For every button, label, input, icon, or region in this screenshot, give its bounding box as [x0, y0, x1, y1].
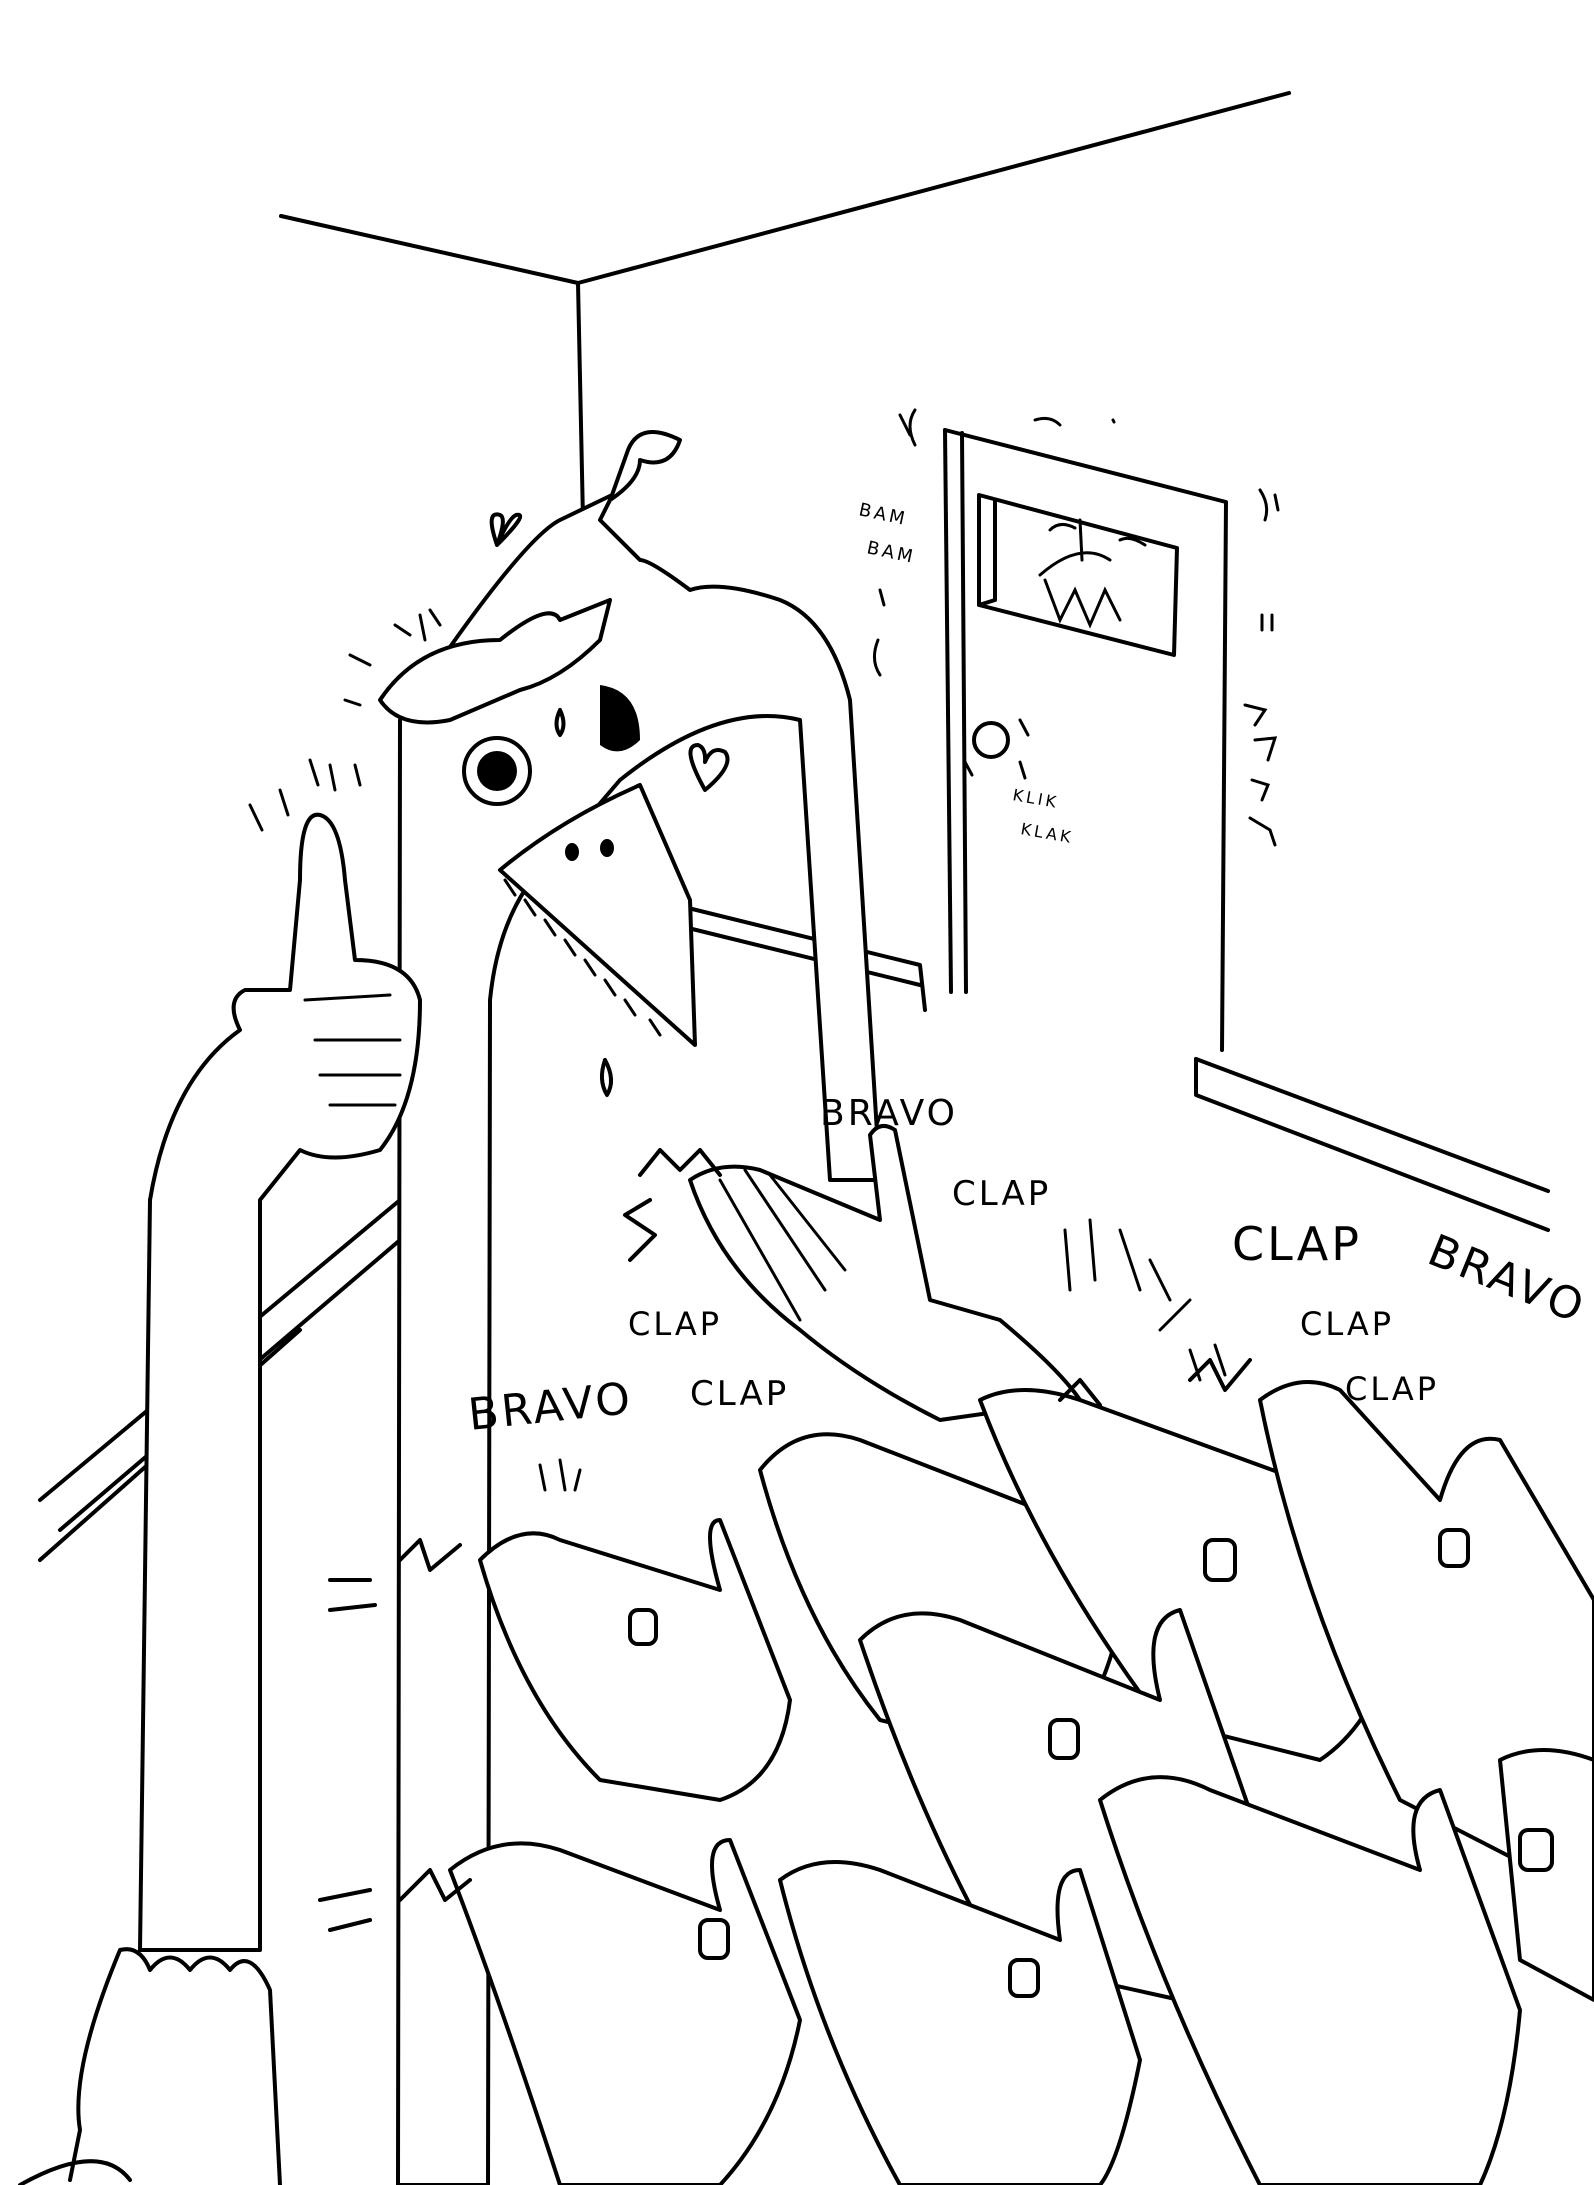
door-knob [963, 718, 1030, 780]
clapping-hands [318, 1124, 1594, 2185]
clap-text: CLAP [1232, 1217, 1362, 1271]
bam-text-1: BAM [857, 499, 909, 530]
heart-icon [688, 743, 730, 792]
klak-text: KLAK [1019, 819, 1075, 847]
creature-eye-left [462, 736, 532, 806]
clap-text: CLAP [1345, 1370, 1439, 1408]
heart-icon [489, 512, 523, 547]
door: BAM BAM KLIK KLAK [857, 408, 1280, 1052]
creature [18, 430, 882, 2185]
bam-text-2: BAM [865, 537, 917, 568]
clap-text: CLAP [690, 1374, 789, 1414]
thumbs-up-arm [138, 758, 422, 1952]
pie-on-head [378, 598, 612, 725]
creature-beak [498, 783, 697, 1047]
klik-text: KLIK [1011, 785, 1060, 812]
room [38, 91, 1550, 1562]
clap-text: CLAP [1300, 1305, 1394, 1343]
clap-text: CLAP [952, 1174, 1051, 1214]
clap-text: CLAP [628, 1305, 722, 1343]
bravo-text: BRAVO [1421, 1225, 1593, 1334]
bravo-text: BRAVO [820, 1093, 958, 1134]
